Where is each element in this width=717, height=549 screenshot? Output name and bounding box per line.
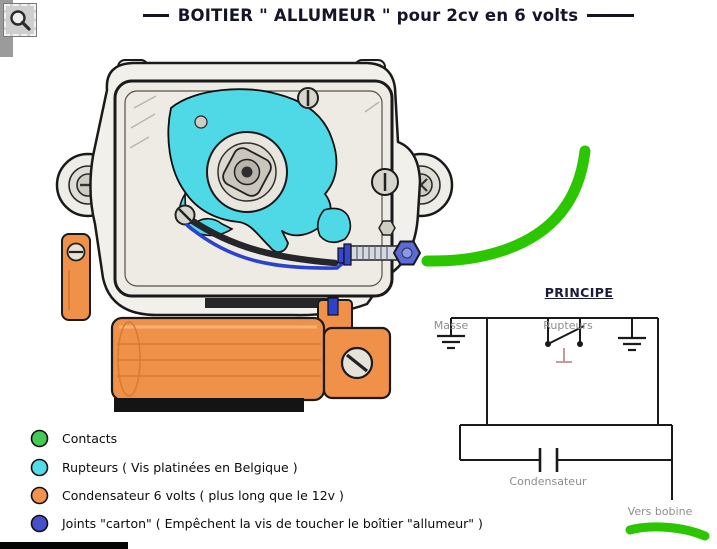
- ground-symbol-right: [618, 336, 646, 352]
- points-arm: [174, 204, 339, 267]
- schematic-wires: [450, 317, 673, 500]
- legend-item: Rupteurs ( Vis platinées en Belgique ): [30, 457, 298, 477]
- legend-swatch-condensateur: [30, 486, 49, 504]
- legend-item: Condensateur 6 volts ( plus long que le …: [30, 485, 344, 505]
- principle-schematic: [437, 317, 673, 500]
- bracket: [205, 298, 335, 308]
- schematic-title: PRINCIPE: [544, 285, 614, 300]
- points-screw-blue: [337, 240, 422, 266]
- hex-nut: [378, 220, 396, 236]
- page-title: BOITIER " ALLUMEUR " pour 2cv en 6 volts: [177, 6, 579, 25]
- zoom-button[interactable]: [4, 4, 36, 36]
- condenser-orange: [61, 233, 392, 402]
- cam-follower-symbol: [556, 348, 572, 363]
- blue-wire: [185, 223, 351, 270]
- title-rule-right: [587, 14, 635, 17]
- magnifier-icon: [10, 10, 31, 31]
- legend-label: Condensateur 6 volts ( plus long que le …: [62, 487, 344, 503]
- label-rupteurs: Rupteurs: [543, 319, 593, 332]
- legend-swatch-joints: [30, 514, 49, 532]
- carton-joint-blue: [327, 297, 339, 316]
- ground-symbol-left: [437, 334, 465, 350]
- legend-label: Joints "carton" ( Empêchent la vis de to…: [62, 515, 483, 531]
- label-condensateur: Condensateur: [509, 475, 587, 488]
- legend-label: Rupteurs ( Vis platinées en Belgique ): [62, 459, 298, 475]
- label-masse: Masse: [433, 319, 469, 332]
- capacitor-symbol: [538, 448, 559, 472]
- sketch-shading: [129, 95, 380, 149]
- green-underline: [625, 522, 710, 541]
- legend-label: Contacts: [62, 430, 118, 446]
- distributor-illustration: [55, 59, 454, 412]
- legend-item: Contacts: [30, 428, 117, 448]
- breaker-points-symbol: [545, 325, 585, 347]
- cam-shaft: [206, 131, 288, 213]
- plate-screws: [194, 87, 399, 196]
- legend-swatch-contacts: [30, 429, 49, 447]
- legend-item: Joints "carton" ( Empêchent la vis de to…: [30, 513, 483, 533]
- page-header: BOITIER " ALLUMEUR " pour 2cv en 6 volts: [70, 6, 707, 25]
- bottom-bar: [0, 542, 128, 549]
- label-vers-bobine: Vers bobine: [627, 505, 693, 518]
- base-plate: [114, 398, 304, 412]
- legend-swatch-rupteurs: [30, 458, 49, 476]
- title-rule-left: [142, 14, 169, 17]
